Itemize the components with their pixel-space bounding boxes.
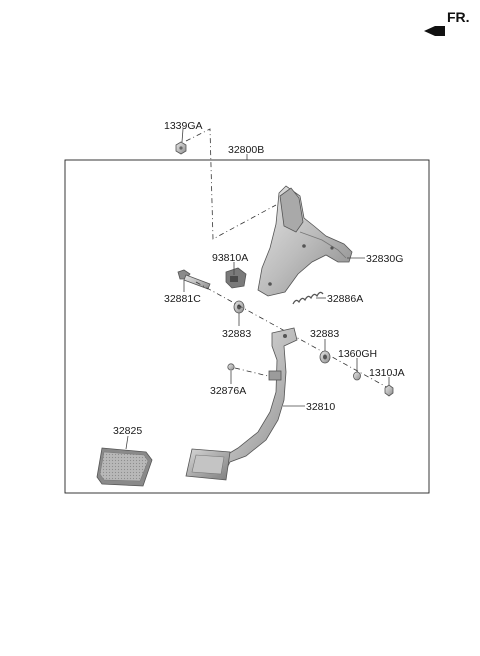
label-32825: 32825 — [113, 425, 142, 437]
stop-switch-93810a — [225, 267, 247, 289]
front-direction-indicator: FR. — [424, 9, 470, 36]
nut-1339ga — [175, 141, 187, 155]
label-32800b: 32800B — [228, 144, 264, 156]
label-1360gh: 1360GH — [338, 348, 377, 360]
label-32876a: 32876A — [210, 385, 246, 397]
return-spring-32886a — [292, 291, 324, 305]
nut-1339ga-leader — [185, 128, 277, 240]
pedal-bracket-32830g — [257, 185, 353, 297]
stopper-32876a — [227, 363, 235, 371]
label-1310ja: 1310JA — [369, 367, 405, 379]
nut-1310ja — [384, 384, 394, 397]
washer-1360gh — [353, 371, 361, 381]
pivot-bolt-32881c — [177, 269, 211, 290]
brake-pedal-arm-32810 — [185, 327, 298, 481]
leader-lines — [125, 128, 390, 450]
pedal-pad-32825 — [96, 447, 153, 487]
label-32883-right: 32883 — [310, 328, 339, 340]
stopper-32876a-dash — [234, 367, 269, 377]
bushing-32883-left — [233, 300, 245, 314]
front-arrow-icon — [424, 26, 445, 36]
label-32886a: 32886A — [327, 293, 363, 305]
label-1339ga: 1339GA — [164, 120, 203, 132]
label-32881c: 32881C — [164, 293, 201, 305]
label-32883-left: 32883 — [222, 328, 251, 340]
label-32830g: 32830G — [366, 253, 403, 265]
label-93810a: 93810A — [212, 252, 248, 264]
bushing-32883-right — [319, 350, 331, 364]
front-direction-label: FR. — [447, 9, 470, 25]
label-32810: 32810 — [306, 401, 335, 413]
